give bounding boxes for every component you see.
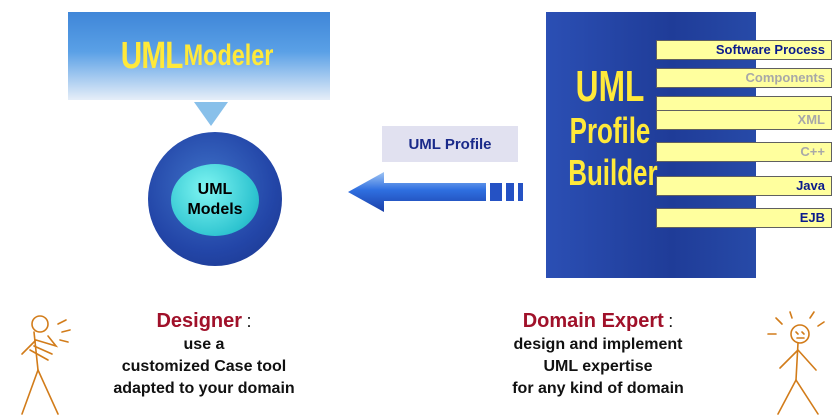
uml-models-inner-ellipse: UML Models [171,164,259,236]
down-triangle-icon [194,102,228,126]
builder-title-line3: Builder [568,152,658,193]
layer-software-process: Software Process [656,40,832,60]
uml-modeler-banner: UML Modeler [68,12,330,100]
designer-title: Designer [156,310,243,332]
layer-cpp: C++ [656,142,832,162]
domain-expert-caption: Domain Expert : design and implement UML… [478,310,718,400]
expert-line-1: design and implement [513,336,683,353]
left-arrow-icon [348,172,523,212]
layer-xml: XML [656,110,832,130]
designer-figure-icon [21,315,71,415]
uml-profile-label: UML Profile [382,126,518,162]
expert-title: Domain Expert [522,310,664,332]
models-label-line1: UML [197,181,233,198]
expert-line-2: UML expertise [543,358,653,375]
profile-builder-title: UML Profile Builder [552,64,668,194]
designer-line-3: adapted to your domain [113,380,295,397]
layer-components: Components [656,68,832,88]
modeler-title-main: UML [120,34,184,77]
layer-java: Java [656,176,832,196]
modeler-title-sub: Modeler [183,39,274,72]
models-label-line2: Models [187,201,243,218]
designer-line-2: customized Case tool [121,358,287,375]
layer-ejb: EJB [656,208,832,228]
designer-caption: Designer : use a customized Case tool ad… [74,310,334,400]
domain-expert-figure-icon [767,311,825,415]
designer-line-1: use a [183,336,225,353]
builder-title-line2: Profile [569,110,651,151]
expert-line-3: for any kind of domain [512,380,684,397]
builder-title-line1: UML [575,62,645,111]
